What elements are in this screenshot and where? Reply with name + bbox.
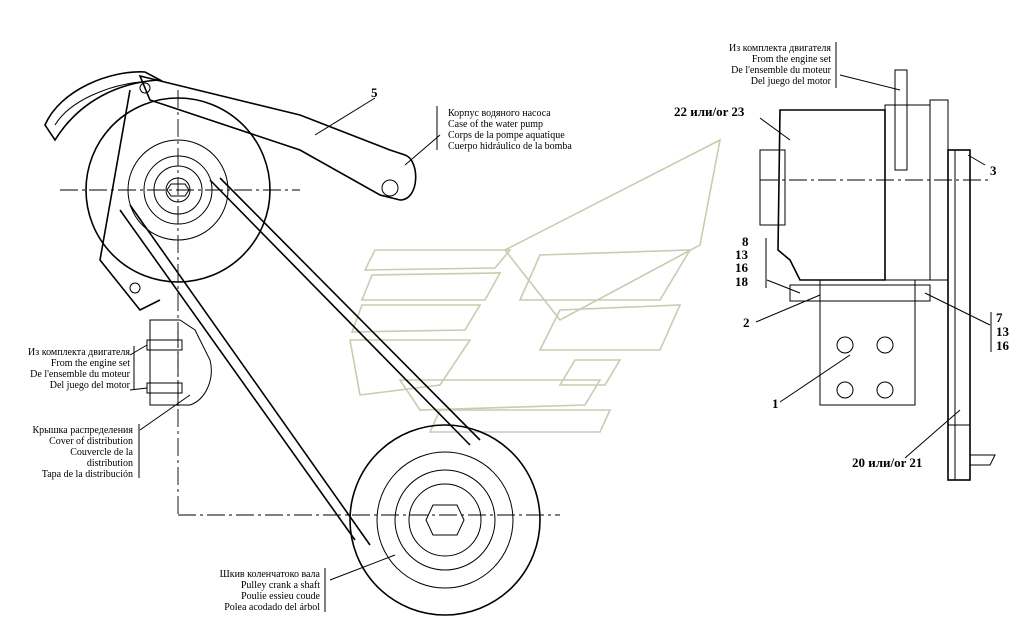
label-line: Pulley crank a shaft	[241, 580, 320, 591]
alternator-pulley	[60, 90, 300, 515]
label-line: Couvercle de la	[70, 447, 133, 458]
tension-arm	[44, 71, 417, 410]
label-line: Case of the water pump	[448, 119, 543, 130]
callout-18: 18	[735, 274, 749, 289]
label-line: Tapa de la distribución	[42, 469, 133, 480]
label-line: Del juego del motor	[751, 76, 832, 87]
label-line: Del juego del motor	[50, 380, 131, 391]
callout-16: 16	[996, 338, 1010, 353]
label-line: Polea acodado del árbol	[224, 602, 320, 613]
callout-3: 3	[990, 163, 997, 178]
label-line: From the engine set	[752, 54, 831, 65]
label-line: Из комплекта двигателя	[28, 347, 130, 358]
drive-belt	[119, 177, 481, 546]
text-bars	[133, 42, 992, 612]
label-line: Корпус водяного насоса	[448, 108, 551, 119]
water-pump-label: Корпус водяного насоса Case of the water…	[448, 108, 572, 152]
callouts: 5 22 или/or 23 3 8 13 16 18 2 7 13 16 1 …	[371, 85, 1010, 470]
label-line: Из комплекта двигателя	[729, 43, 831, 54]
callout-13: 13	[996, 324, 1010, 339]
callout-8: 8	[742, 234, 749, 249]
label-line: Крышка распределения	[32, 425, 133, 436]
crankshaft-pulley	[178, 424, 560, 616]
callout-2: 2	[743, 315, 750, 330]
crank-pulley-label: Шкив коленчатоко вала Pulley crank a sha…	[220, 569, 321, 613]
label-line: Шкив коленчатоко вала	[220, 569, 321, 580]
callout-1: 1	[772, 396, 779, 411]
leader-lines	[129, 74, 991, 581]
label-line: De l'ensemble du moteur	[30, 369, 130, 380]
callout-7: 7	[996, 310, 1003, 325]
watermark-logo	[349, 138, 722, 433]
label-line: Cover of distribution	[49, 436, 133, 447]
distribution-cover-label: Крышка распределения Cover of distributi…	[32, 425, 133, 480]
callout-16: 16	[735, 260, 749, 275]
label-line: Cuerpo hidráulico de la bomba	[448, 141, 572, 152]
callout-5: 5	[371, 85, 378, 100]
label-line: From the engine set	[51, 358, 130, 369]
label-line: distribution	[87, 458, 133, 469]
engine-set-label-left: Из комплекта двигателя From the engine s…	[28, 347, 131, 391]
label-line: Corps de la pompe aquatique	[448, 130, 565, 141]
alternator-side-view	[759, 69, 996, 481]
label-line: Poulie essieu coude	[241, 591, 320, 602]
label-line: De l'ensemble du moteur	[731, 65, 831, 76]
engine-set-label-top: Из комплекта двигателя From the engine s…	[729, 43, 832, 87]
callout-22-23: 22 или/or 23	[674, 104, 745, 119]
callout-13: 13	[735, 247, 749, 262]
callout-20-21: 20 или/or 21	[852, 455, 922, 470]
